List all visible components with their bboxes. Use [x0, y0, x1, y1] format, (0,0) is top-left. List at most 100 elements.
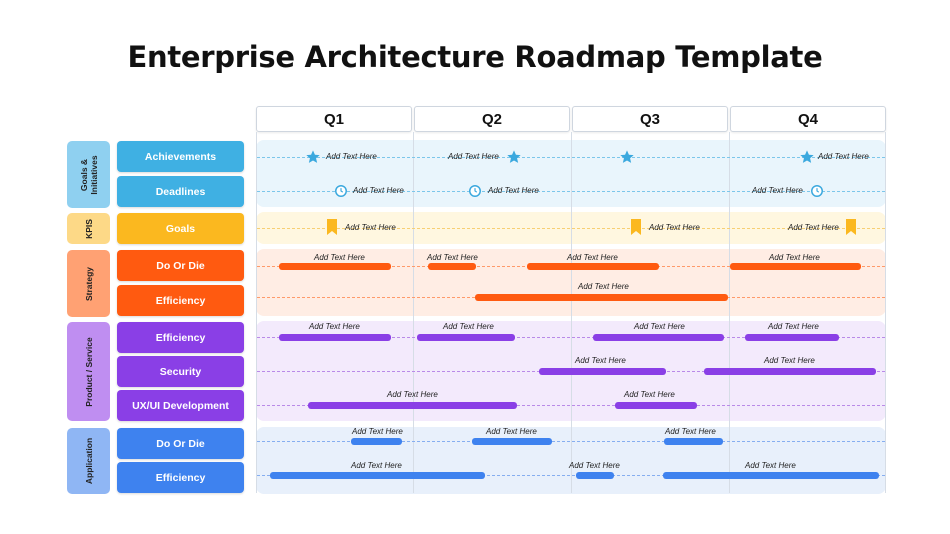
item-label: Add Text Here: [818, 152, 869, 161]
group-label: Product / Service: [83, 336, 94, 407]
group-product-service: Product / Service: [67, 322, 110, 421]
clock-icon: [811, 185, 823, 197]
row-label: UX/UI Development: [132, 399, 229, 412]
row-app-efficiency: Efficiency: [117, 462, 244, 493]
row-app-do-or-die: Do Or Die: [117, 428, 244, 459]
bookmark-icon: [631, 219, 641, 235]
group-label: Strategy: [83, 266, 94, 301]
item-label: Add Text Here: [788, 223, 839, 232]
timeline-bar: [279, 263, 391, 270]
row-guide: [257, 441, 885, 442]
bookmark-icon: [327, 219, 337, 235]
star-icon: [800, 150, 814, 163]
item-label: Add Text Here: [569, 461, 620, 470]
row-deadlines: Deadlines: [117, 176, 244, 207]
item-label: Add Text Here: [352, 427, 403, 436]
star-icon: [507, 150, 521, 163]
row-label: Efficiency: [155, 471, 206, 484]
row-label: Efficiency: [155, 331, 206, 344]
row-guide: [257, 228, 885, 229]
grid-line: [571, 132, 572, 493]
timeline-bar: [663, 472, 879, 479]
row-product-efficiency: Efficiency: [117, 322, 244, 353]
bookmark-icon: [846, 219, 856, 235]
timeline-bar: [417, 334, 515, 341]
row-product-ux: UX/UI Development: [117, 390, 244, 421]
grid-line: [256, 132, 257, 493]
timeline-bar: [308, 402, 517, 409]
group-kpis: KPIS: [67, 213, 110, 244]
item-label: Add Text Here: [649, 223, 700, 232]
quarter-header-q1: Q1: [256, 106, 412, 132]
quarter-header-q3: Q3: [572, 106, 728, 132]
item-label: Add Text Here: [578, 282, 629, 291]
item-label: Add Text Here: [764, 356, 815, 365]
item-label: Add Text Here: [314, 253, 365, 262]
timeline-bar: [745, 334, 839, 341]
row-label: Achievements: [144, 150, 217, 163]
row-label: Deadlines: [155, 185, 206, 198]
row-label: Goals: [165, 222, 196, 235]
group-application: Application: [67, 428, 110, 494]
item-label: Add Text Here: [345, 223, 396, 232]
row-strategy-efficiency: Efficiency: [117, 285, 244, 316]
clock-icon: [335, 185, 347, 197]
timeline-bar: [270, 472, 485, 479]
timeline-bar: [472, 438, 552, 445]
timeline-bar: [593, 334, 724, 341]
row-guide: [257, 157, 885, 158]
item-label: Add Text Here: [443, 322, 494, 331]
row-strategy-do-or-die: Do Or Die: [117, 250, 244, 281]
item-label: Add Text Here: [486, 427, 537, 436]
item-label: Add Text Here: [567, 253, 618, 262]
row-guide: [257, 191, 885, 192]
item-label: Add Text Here: [427, 253, 478, 262]
timeline-bar: [475, 294, 728, 301]
row-achievements: Achievements: [117, 141, 244, 172]
item-label: Add Text Here: [575, 356, 626, 365]
timeline-bar: [704, 368, 876, 375]
group-label: Goals & Initiatives: [78, 154, 99, 195]
timeline-bar: [664, 438, 723, 445]
group-strategy: Strategy: [67, 250, 110, 317]
timeline-bar: [527, 263, 659, 270]
item-label: Add Text Here: [768, 322, 819, 331]
row-product-security: Security: [117, 356, 244, 387]
row-goals: Goals: [117, 213, 244, 244]
row-label: Do Or Die: [156, 259, 205, 272]
row-guide: [257, 405, 885, 406]
item-label: Add Text Here: [769, 253, 820, 262]
timeline-bar: [351, 438, 402, 445]
row-label: Security: [159, 365, 202, 378]
item-label: Add Text Here: [353, 186, 404, 195]
grid-line: [413, 132, 414, 493]
grid-line: [729, 132, 730, 493]
item-label: Add Text Here: [326, 152, 377, 161]
page-title: Enterprise Architecture Roadmap Template: [127, 40, 823, 74]
item-label: Add Text Here: [624, 390, 675, 399]
group-label: KPIS: [83, 218, 94, 239]
row-label: Do Or Die: [156, 437, 205, 450]
item-label: Add Text Here: [752, 186, 803, 195]
timeline-bar: [279, 334, 391, 341]
star-icon: [306, 150, 320, 163]
row-guide: [257, 475, 885, 476]
grid-line: [885, 132, 886, 493]
item-label: Add Text Here: [448, 152, 499, 161]
quarter-header-q4: Q4: [730, 106, 886, 132]
timeline-bar: [428, 263, 476, 270]
group-label: Application: [83, 437, 94, 485]
item-label: Add Text Here: [634, 322, 685, 331]
timeline-bar: [730, 263, 861, 270]
timeline-bar: [539, 368, 666, 375]
group-goals-initiatives: Goals & Initiatives: [67, 141, 110, 208]
item-label: Add Text Here: [665, 427, 716, 436]
item-label: Add Text Here: [745, 461, 796, 470]
star-icon: [620, 150, 634, 163]
timeline-bar: [615, 402, 697, 409]
clock-icon: [469, 185, 481, 197]
timeline-bar: [576, 472, 614, 479]
item-label: Add Text Here: [309, 322, 360, 331]
quarter-header-q2: Q2: [414, 106, 570, 132]
item-label: Add Text Here: [387, 390, 438, 399]
